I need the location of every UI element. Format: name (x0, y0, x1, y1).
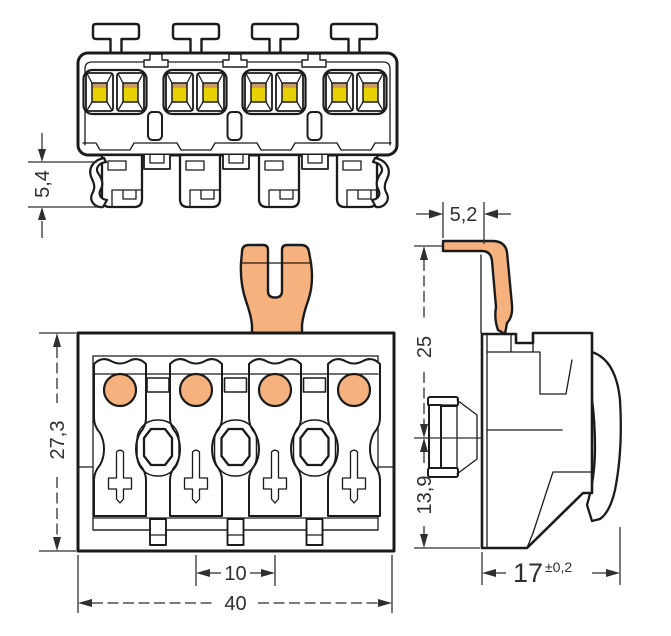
divider-slot (226, 111, 243, 141)
wire-port (178, 372, 214, 408)
dimension-depth: 17 ±0,2 (481, 527, 621, 588)
dimension-overall-width: 40 (77, 555, 393, 615)
wire-port (257, 372, 293, 408)
clamp-window-pair (164, 70, 227, 114)
pole-lever (250, 22, 300, 58)
rail-foot (335, 153, 379, 209)
side-lever (585, 350, 622, 523)
contact-strip-side (441, 239, 514, 336)
clamp-window-pair (84, 70, 147, 114)
push-in-contact-front (239, 243, 314, 335)
dim-label-overall-width: 40 (224, 593, 246, 615)
separator-foot (305, 518, 324, 546)
front-view-with-rail-feet (76, 22, 399, 209)
dim-label-contact-width: 5,2 (450, 204, 478, 226)
dim-label-contact-height: 25 (414, 336, 436, 358)
rail-foot (100, 153, 144, 209)
wire-port (102, 372, 138, 408)
dimension-pole-pitch: 10 (195, 555, 276, 586)
pole-lever (91, 22, 141, 58)
side-view (427, 239, 622, 550)
divider-slot (147, 111, 163, 141)
clamp-window-pair (324, 70, 387, 114)
rail-foot (257, 153, 301, 209)
clamp-window-pair (243, 70, 306, 114)
dim-label-depth-tolerance: ±0,2 (545, 559, 572, 575)
foot-spacer-tab (143, 154, 171, 170)
dim-label-pole-pitch: 10 (224, 563, 246, 585)
pole-lever (171, 22, 221, 58)
dimension-mount-center-height: 13,9 (414, 438, 480, 549)
contact-fork-shape (239, 243, 314, 335)
separator-foot (149, 518, 167, 546)
dimension-rail-height: 5,4 (28, 133, 103, 238)
dim-label-mount-center-height: 13,9 (414, 476, 436, 515)
foot-spacer-tab (301, 154, 329, 170)
dim-label-depth: 17 (513, 558, 543, 588)
wire-port (336, 372, 372, 408)
mounting-face-view (76, 331, 396, 553)
foot-spacer-tab (222, 154, 250, 170)
side-body (480, 331, 594, 550)
dimension-contact-width: 5,2 (416, 202, 511, 244)
dim-label-front-height: 27,3 (47, 421, 69, 460)
housing-bottom-steps (82, 142, 392, 151)
mount-button (427, 396, 478, 478)
pole-lever (329, 22, 379, 58)
divider-slot (306, 111, 323, 141)
dimension-contact-height: 25 (414, 245, 482, 439)
dim-label-rail-height: 5,4 (32, 170, 54, 198)
rail-foot (178, 153, 222, 209)
separator-foot (226, 518, 245, 546)
dimension-front-height: 27,3 (39, 332, 76, 552)
